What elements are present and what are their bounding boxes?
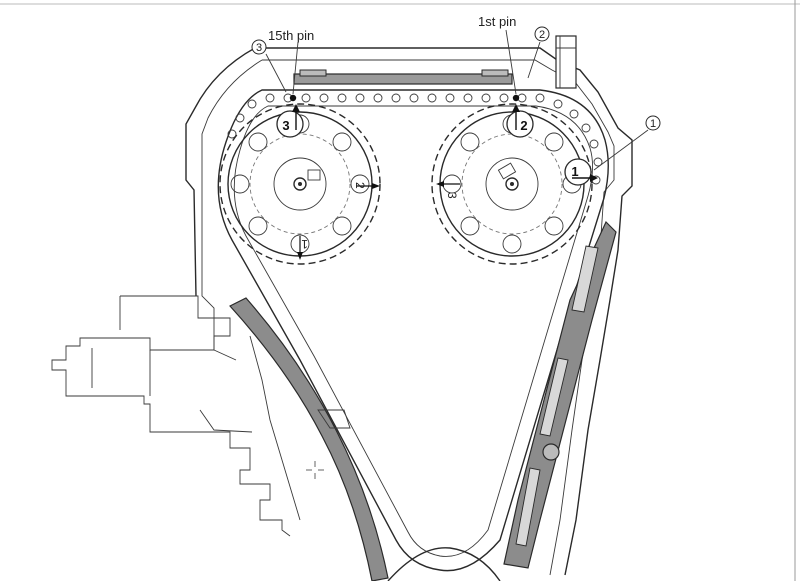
engine-housing-inner (201, 59, 615, 576)
callout-2: 2 (534, 26, 550, 42)
callout-2-text: 2 (539, 29, 545, 41)
callout-1-text: 1 (650, 118, 656, 130)
right-rotation-mark-3-text: 3 (445, 192, 459, 199)
left-rotation-mark-1-text: 1 (301, 237, 308, 251)
leader-15th-pin (292, 41, 299, 95)
left-sprocket-holes (230, 114, 370, 254)
upper-chain-guide (293, 69, 513, 85)
left-chain-guide-detail (317, 409, 351, 429)
pin-mark-2-text: 2 (520, 118, 527, 133)
lower-case-curve (387, 547, 501, 581)
left-casting-detail (91, 296, 301, 521)
top-right-bolt (555, 35, 577, 89)
right-rotation-mark-3: 3 (436, 181, 460, 199)
label-15th-pin: 15th pin (268, 28, 314, 43)
chain-links-top (227, 93, 603, 185)
timing-chain-inner (233, 105, 593, 557)
left-rotation-mark-2-text: 2 (353, 182, 367, 189)
pin-mark-3: 3 (276, 104, 304, 138)
pin-15th-dot (289, 94, 297, 102)
pin-mark-3-text: 3 (282, 118, 289, 133)
pin-mark-2: 2 (506, 104, 534, 138)
left-rotation-mark-1: 1 (297, 236, 308, 260)
timing-chain-outer (217, 89, 609, 572)
leader-callout-2 (527, 41, 541, 79)
pin-mark-1: 1 (564, 158, 598, 186)
label-1st-pin: 1st pin (478, 14, 516, 29)
left-rotation-mark-2: 2 (353, 182, 380, 189)
leader-callout-3 (265, 53, 287, 93)
right-chain-tensioner (503, 220, 617, 569)
callout-3-text: 3 (256, 42, 262, 54)
leader-callout-1 (593, 129, 649, 171)
leader-1st-pin (505, 29, 517, 95)
left-casting-outline (51, 295, 291, 537)
crosshair-mark (306, 461, 324, 479)
callout-1: 1 (645, 115, 661, 131)
pin-mark-1-text: 1 (571, 164, 578, 179)
pin-1st-dot (512, 94, 520, 102)
left-chain-guide (229, 297, 389, 581)
callout-3: 3 (251, 39, 267, 55)
